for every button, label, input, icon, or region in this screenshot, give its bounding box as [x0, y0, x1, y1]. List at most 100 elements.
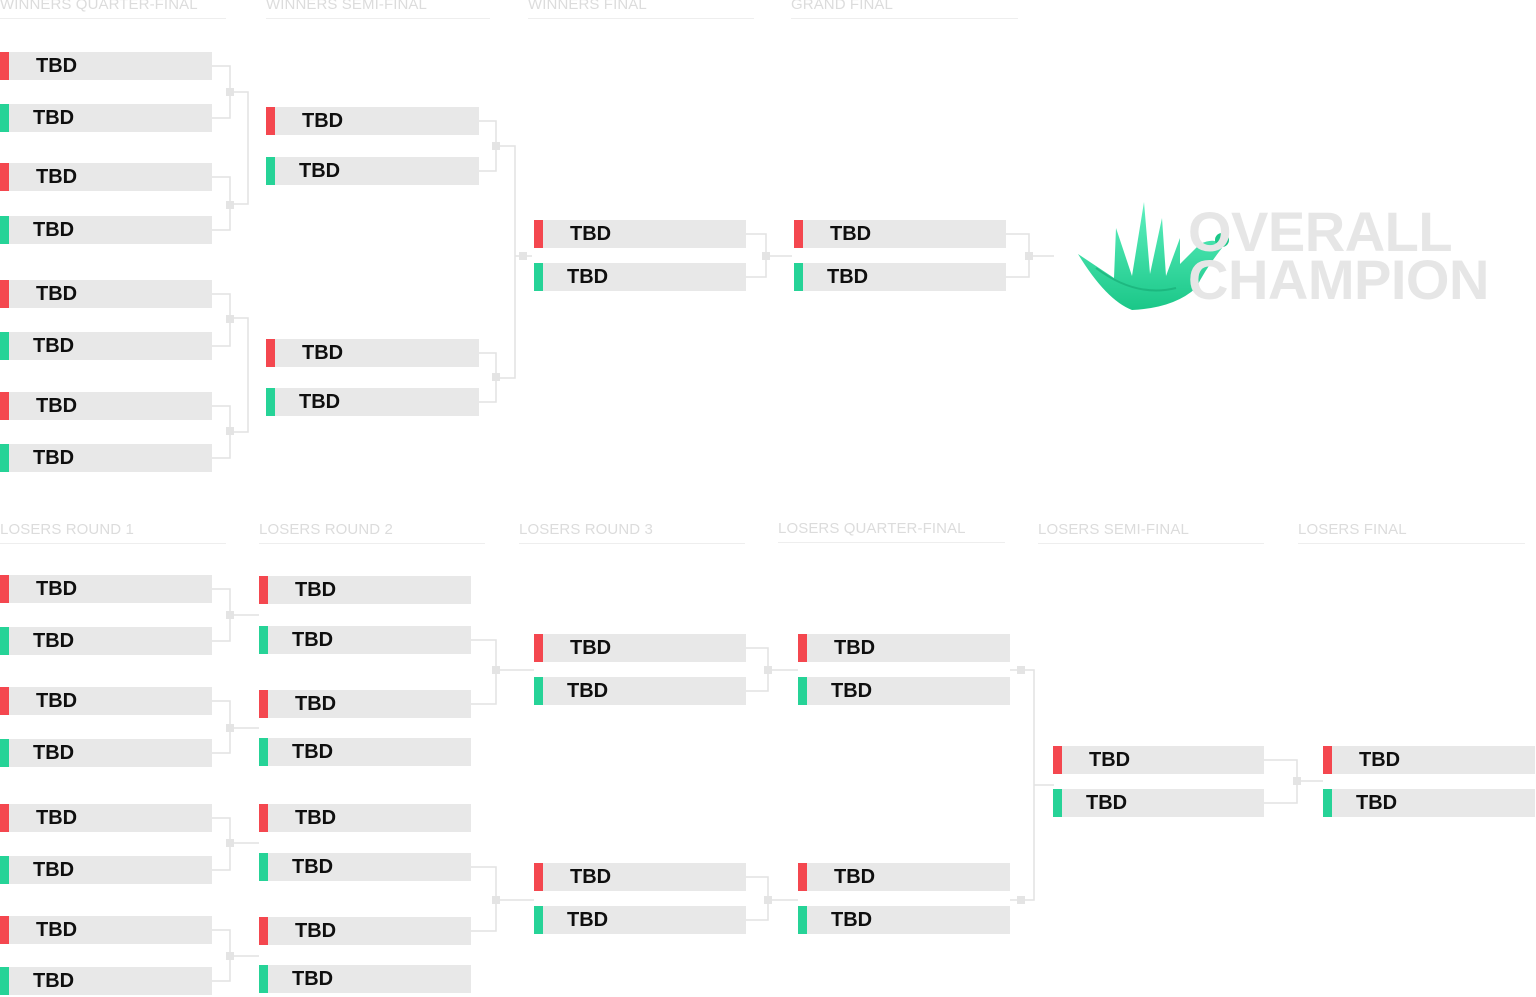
- participant-name: TBD: [570, 637, 612, 659]
- slot-losers-r1-m4-p2[interactable]: TBD: [0, 967, 212, 995]
- slot-winners-sf-m2-p2[interactable]: TBD: [266, 388, 479, 416]
- slot-losers-r1-m2-p1[interactable]: TBD: [0, 687, 212, 715]
- seed-marker-red: [259, 804, 268, 832]
- slot-losers-sf-p1[interactable]: TBD: [1053, 746, 1264, 774]
- seed-marker-green: [0, 967, 9, 995]
- seed-marker-red: [259, 917, 268, 945]
- seed-marker-red: [1323, 746, 1332, 774]
- slot-losers-r1-m4-p1[interactable]: TBD: [0, 916, 212, 944]
- participant-name: TBD: [36, 807, 78, 829]
- slot-winners-sf-m1-p2[interactable]: TBD: [266, 157, 479, 185]
- slot-losers-qf-m1-p1[interactable]: TBD: [798, 634, 1010, 662]
- participant-name: TBD: [1359, 749, 1401, 771]
- seed-marker-red: [798, 863, 807, 891]
- participant-name: TBD: [36, 283, 78, 305]
- seed-marker-green: [798, 906, 807, 934]
- slot-losers-qf-m2-p1[interactable]: TBD: [798, 863, 1010, 891]
- header-winners-quarter-final: WINNERS QUARTER-FINAL: [0, 0, 226, 19]
- slot-losers-r1-m1-p2[interactable]: TBD: [0, 627, 212, 655]
- slot-losers-r1-m3-p1[interactable]: TBD: [0, 804, 212, 832]
- slot-grand-final-p1[interactable]: TBD: [794, 220, 1006, 248]
- slot-losers-r3-m2-p1[interactable]: TBD: [534, 863, 746, 891]
- slot-winners-qf-m3-p1[interactable]: TBD: [0, 280, 212, 308]
- slot-losers-r2-m3-p2[interactable]: TBD: [259, 853, 471, 881]
- seed-marker-red: [0, 575, 9, 603]
- seed-marker-red: [534, 634, 543, 662]
- slot-winners-qf-m1-p1[interactable]: TBD: [0, 52, 212, 80]
- header-grand-final: GRAND FINAL: [791, 0, 1018, 19]
- slot-losers-r2-m1-p1[interactable]: TBD: [259, 576, 471, 604]
- seed-marker-red: [534, 220, 543, 248]
- participant-name: TBD: [834, 637, 876, 659]
- slot-losers-r1-m2-p2[interactable]: TBD: [0, 739, 212, 767]
- slot-losers-qf-m1-p2[interactable]: TBD: [798, 677, 1010, 705]
- participant-name: TBD: [567, 266, 609, 288]
- seed-marker-green: [0, 739, 9, 767]
- seed-marker-red: [798, 634, 807, 662]
- slot-losers-r2-m1-p2[interactable]: TBD: [259, 626, 471, 654]
- participant-name: TBD: [33, 219, 75, 241]
- seed-marker-green: [0, 444, 9, 472]
- participant-name: TBD: [1089, 749, 1131, 771]
- slot-losers-r2-m4-p2[interactable]: TBD: [259, 965, 471, 993]
- champion-title-line2: CHAMPION: [1188, 248, 1489, 311]
- slot-winners-qf-m2-p2[interactable]: TBD: [0, 216, 212, 244]
- slot-losers-r2-m2-p2[interactable]: TBD: [259, 738, 471, 766]
- slot-losers-qf-m2-p2[interactable]: TBD: [798, 906, 1010, 934]
- seed-marker-green: [266, 388, 275, 416]
- slot-losers-final-p1[interactable]: TBD: [1323, 746, 1535, 774]
- participant-name: TBD: [292, 629, 334, 651]
- slot-losers-r2-m4-p1[interactable]: TBD: [259, 917, 471, 945]
- participant-name: TBD: [292, 968, 334, 990]
- seed-marker-green: [798, 677, 807, 705]
- slot-losers-sf-p2[interactable]: TBD: [1053, 789, 1264, 817]
- seed-marker-green: [794, 263, 803, 291]
- slot-winners-qf-m3-p2[interactable]: TBD: [0, 332, 212, 360]
- header-losers-final: LOSERS FINAL: [1298, 523, 1525, 544]
- participant-name: TBD: [302, 342, 344, 364]
- participant-name: TBD: [295, 920, 337, 942]
- seed-marker-green: [266, 157, 275, 185]
- slot-losers-final-p2[interactable]: TBD: [1323, 789, 1535, 817]
- seed-marker-green: [534, 677, 543, 705]
- seed-marker-green: [534, 906, 543, 934]
- slot-winners-qf-m4-p2[interactable]: TBD: [0, 444, 212, 472]
- participant-name: TBD: [831, 909, 873, 931]
- participant-name: TBD: [831, 680, 873, 702]
- slot-losers-r2-m3-p1[interactable]: TBD: [259, 804, 471, 832]
- participant-name: TBD: [36, 690, 78, 712]
- participant-name: TBD: [299, 160, 341, 182]
- participant-name: TBD: [292, 741, 334, 763]
- slot-winners-qf-m2-p1[interactable]: TBD: [0, 163, 212, 191]
- slot-losers-r3-m2-p2[interactable]: TBD: [534, 906, 746, 934]
- seed-marker-green: [0, 216, 9, 244]
- slot-losers-r3-m1-p2[interactable]: TBD: [534, 677, 746, 705]
- header-losers-semi-final: LOSERS SEMI-FINAL: [1038, 523, 1264, 544]
- participant-name: TBD: [33, 107, 75, 129]
- participant-name: TBD: [33, 970, 75, 992]
- header-losers-round-2: LOSERS ROUND 2: [259, 523, 485, 544]
- slot-winners-qf-m1-p2[interactable]: TBD: [0, 104, 212, 132]
- seed-marker-green: [1323, 789, 1332, 817]
- slot-losers-r2-m2-p1[interactable]: TBD: [259, 690, 471, 718]
- slot-losers-r1-m3-p2[interactable]: TBD: [0, 856, 212, 884]
- participant-name: TBD: [570, 866, 612, 888]
- header-losers-quarter-final: LOSERS QUARTER-FINAL: [778, 522, 1005, 543]
- participant-name: TBD: [295, 807, 337, 829]
- slot-losers-r1-m1-p1[interactable]: TBD: [0, 575, 212, 603]
- header-winners-semi-final: WINNERS SEMI-FINAL: [266, 0, 490, 19]
- participant-name: TBD: [33, 335, 75, 357]
- slot-losers-r3-m1-p1[interactable]: TBD: [534, 634, 746, 662]
- slot-winners-sf-m2-p1[interactable]: TBD: [266, 339, 479, 367]
- participant-name: TBD: [827, 266, 869, 288]
- slot-winners-final-p1[interactable]: TBD: [534, 220, 746, 248]
- seed-marker-green: [0, 332, 9, 360]
- slot-winners-qf-m4-p1[interactable]: TBD: [0, 392, 212, 420]
- slot-winners-final-p2[interactable]: TBD: [534, 263, 746, 291]
- slot-grand-final-p2[interactable]: TBD: [794, 263, 1006, 291]
- slot-winners-sf-m1-p1[interactable]: TBD: [266, 107, 479, 135]
- seed-marker-green: [259, 626, 268, 654]
- participant-name: TBD: [33, 742, 75, 764]
- participant-name: TBD: [299, 391, 341, 413]
